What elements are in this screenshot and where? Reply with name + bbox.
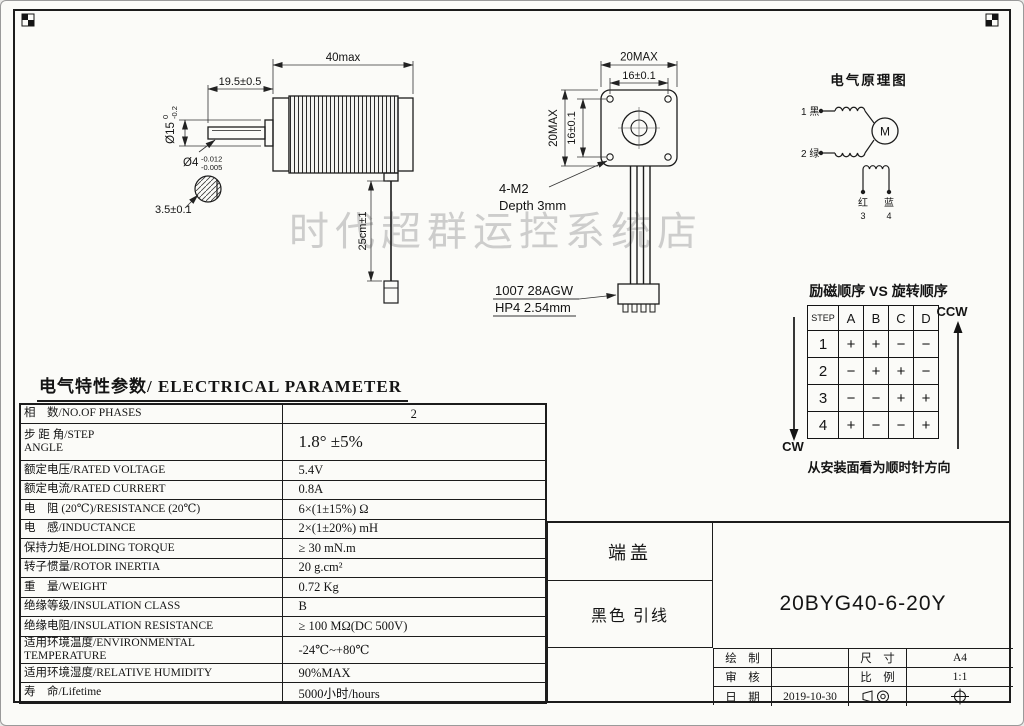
terminal-3-color: 红: [858, 196, 868, 209]
phase-sequence-section: 励磁顺序 VS 旋转顺序 STEP A B C D 1++−− 2−++− 3−…: [771, 281, 986, 486]
cw-direction-arrow: [789, 317, 799, 441]
seq-row-3: 3−−++: [807, 384, 939, 412]
motor-front-view: 20MAX 16±0.1 20MAX 16±0.1 4-M2 Depth 3mm…: [493, 52, 678, 317]
model-number: 20BYG40-6-20Y: [779, 591, 947, 615]
dim-boss-diameter: Ø15 0 -0.2: [161, 106, 179, 144]
param-row-holding-torque: 保持力矩/HOLDING TORQUE≥ 30 mN.m: [19, 538, 547, 559]
terminal-1-label: 1 黑: [801, 106, 819, 118]
svg-text:Ø4: Ø4: [183, 157, 199, 169]
label-connector-spec: HP4 2.54mm: [495, 300, 571, 315]
svg-text:-0.2: -0.2: [170, 106, 179, 119]
terminal-3-number: 3: [860, 211, 865, 221]
dim-cable-length: 25cm±1: [357, 211, 369, 250]
svg-text:-0.005: -0.005: [201, 163, 222, 172]
scale-label: 比 例: [849, 668, 907, 687]
checked-value: [772, 668, 849, 687]
fiducial-mark-top-right: [985, 13, 999, 27]
dim-shaft-diameter: Ø4 -0.012 -0.005: [183, 155, 222, 173]
phase-b-winding: [860, 165, 892, 195]
parameter-table-title: 电气特性参数/ ELECTRICAL PARAMETER: [37, 372, 408, 402]
svg-text:Ø15: Ø15: [165, 122, 177, 144]
registration-symbol-cell: [907, 687, 1013, 706]
label-cable-spec: 1007 28AGW: [495, 283, 574, 298]
dimension-lines: [493, 61, 678, 317]
seq-header-c: C: [888, 305, 914, 331]
motor-symbol: M: [871, 117, 899, 145]
viewing-direction-note: 从安装面看为顺时针方向: [807, 460, 951, 475]
schematic-title: 电气原理图: [830, 72, 908, 88]
sequence-title: 励磁顺序 VS 旋转顺序: [809, 283, 948, 299]
terminal-4-color: 蓝: [884, 197, 894, 209]
center-crosshair: [618, 107, 660, 149]
connector: [617, 283, 660, 313]
motor-body-outline: [207, 95, 414, 182]
projection-angle-icon: [862, 690, 889, 703]
checked-label: 审 核: [714, 668, 772, 687]
label-mounting-holes: 4-M2: [499, 181, 529, 196]
size-label: 尺 寸: [849, 649, 907, 668]
dim-body-length: 40max: [326, 52, 361, 64]
seq-header-step: STEP: [807, 305, 839, 331]
shaft-cross-section: [194, 175, 222, 203]
ccw-label: CCW: [936, 304, 968, 319]
cw-label: CW: [782, 439, 804, 454]
lead-wire-cell: 黑色 引线: [548, 581, 713, 648]
dimension-lines: [179, 59, 414, 282]
svg-text:M: M: [880, 125, 890, 139]
dim-shaft-flat: 3.5±0.1: [155, 204, 192, 216]
projection-symbol-cell: [849, 687, 907, 706]
svg-text:0: 0: [161, 115, 170, 119]
dim-hole-span-top: 16±0.1: [622, 70, 656, 82]
size-value: A4: [907, 649, 1013, 668]
title-block: 端盖 黑色 引线 20BYG40-6-20Y 绘 制 尺 寸 A4 审 核 比 …: [546, 521, 1013, 706]
registration-target-icon: [951, 688, 969, 705]
fiducial-mark-top-left: [21, 13, 35, 27]
seq-row-2: 2−++−: [807, 357, 939, 385]
label-hole-depth: Depth 3mm: [499, 198, 566, 213]
param-row-insulation-resistance: 绝缘电阻/INSULATION RESISTANCE≥ 100 MΩ(DC 50…: [19, 616, 547, 637]
dim-hole-span-side: 16±0.1: [566, 111, 578, 145]
end-cap-cell: 端盖: [548, 523, 713, 581]
date-value: 2019-10-30: [772, 687, 849, 706]
scale-value: 1:1: [907, 668, 1013, 687]
dim-flange-height: 20MAX: [548, 109, 560, 147]
motor-side-view: 40max 19.5±0.5 Ø15 0 -0.2 Ø4 -0.012 -0.0…: [155, 52, 414, 304]
dim-shaft-length: 19.5±0.5: [219, 76, 262, 88]
param-row-resistance: 电 阻 (20℃)/RESISTANCE (20℃)6×(1±15%) Ω: [19, 499, 547, 520]
terminal-4-number: 4: [886, 211, 891, 221]
store-watermark: 时代超群运控系统店: [289, 210, 703, 254]
wiring-schematic: 电气原理图 M 1 黑 2 绿 红 蓝 3 4: [801, 72, 908, 221]
phase-sequence-table: STEP A B C D 1++−− 2−++− 3−−++ 4+−−+: [807, 305, 939, 439]
drawn-label: 绘 制: [714, 649, 772, 668]
date-label: 日 期: [714, 687, 772, 706]
seq-row-1: 1++−−: [807, 330, 939, 358]
phase-a-winding: [818, 106, 875, 158]
lead-wires: [629, 166, 651, 284]
drawn-value: [772, 649, 849, 668]
ccw-direction-arrow: [953, 321, 963, 449]
seq-header-a: A: [838, 305, 864, 331]
dim-flange-width: 20MAX: [620, 52, 658, 64]
svg-text:-0.012: -0.012: [201, 155, 222, 164]
lead-cable: [383, 181, 399, 304]
terminal-2-label: 2 绿: [801, 147, 819, 160]
param-row-env-temperature: 适用环境温度/ENVIRONMENTAL TEMPERATURE-24℃~+80…: [19, 635, 547, 664]
seq-header-b: B: [863, 305, 889, 331]
blank-cell: [548, 648, 713, 705]
seq-header-d: D: [913, 305, 939, 331]
title-block-grid: 绘 制 尺 寸 A4 审 核 比 例 1:1 日 期 2019-10-30: [713, 648, 1013, 706]
seq-row-4: 4+−−+: [807, 411, 939, 439]
